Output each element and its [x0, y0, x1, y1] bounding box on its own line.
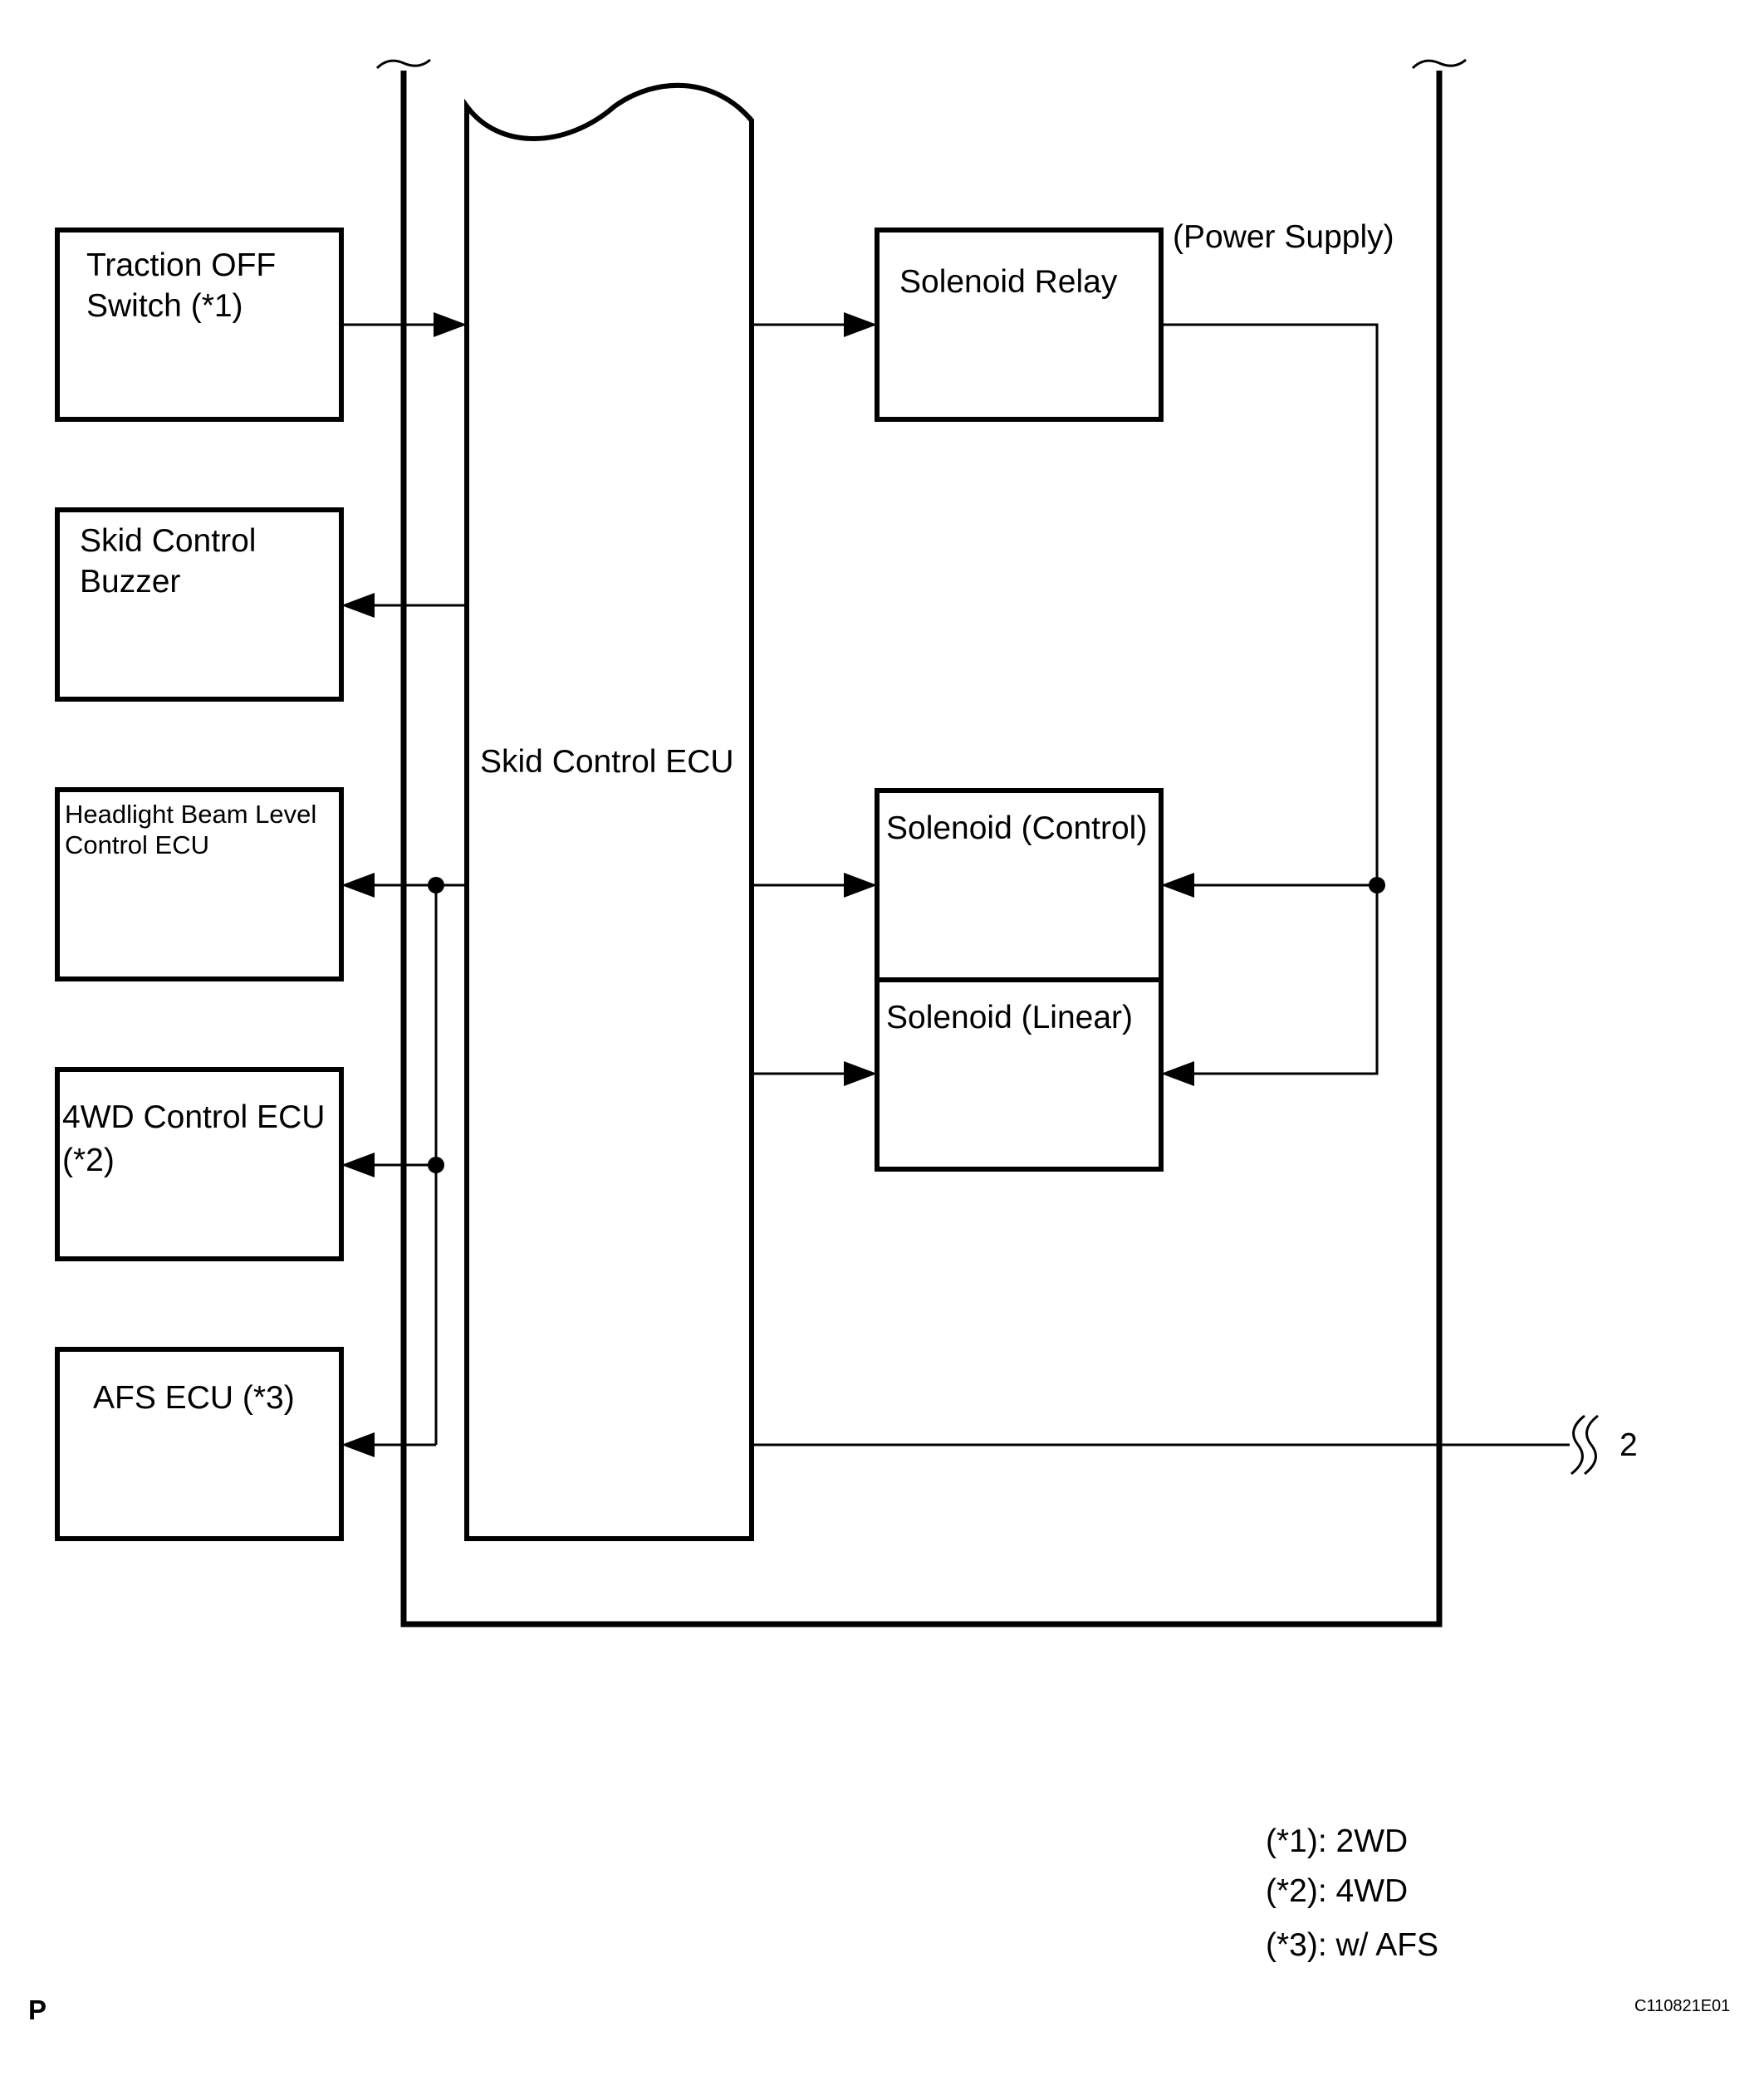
- arrow-into-headlight-ecu: [341, 873, 375, 898]
- traction-off-switch-label-line1: Traction OFF: [86, 247, 276, 283]
- skid-control-buzzer-label-line1: Skid Control: [80, 523, 256, 559]
- outer-frame: [375, 58, 1467, 1627]
- legend-item-1: (*1): 2WD: [1266, 1823, 1408, 1859]
- power-supply-label: (Power Supply): [1173, 219, 1394, 255]
- arrow-into-ecu: [434, 312, 467, 337]
- arrow-power-into-solenoid-control: [1161, 873, 1194, 898]
- fourwd-ecu-label-line2: (*2): [62, 1143, 115, 1178]
- arrow-into-solenoid-linear: [844, 1061, 877, 1086]
- legend-item-2: (*2): 4WD: [1266, 1873, 1408, 1909]
- arrow-into-solenoid-control: [844, 873, 877, 898]
- skid-control-buzzer-block: Skid Control Buzzer: [55, 507, 344, 702]
- solenoid-linear-label: Solenoid (Linear): [886, 1000, 1133, 1035]
- junction-dot-power: [1369, 877, 1385, 893]
- page-mark: P: [28, 1995, 47, 2025]
- figure-code: C110821E01: [1634, 1997, 1730, 2015]
- wire-relay-power-feed: [1161, 323, 1379, 1075]
- break-mark-continuation-1: [1570, 1414, 1585, 1476]
- solenoid-control-block: Solenoid (Control): [875, 788, 1164, 982]
- solenoid-control-label: Solenoid (Control): [886, 810, 1147, 846]
- fourwd-ecu-label-line1: 4WD Control ECU: [62, 1099, 325, 1135]
- connections: 2: [341, 312, 1638, 1476]
- arrow-into-4wd-ecu: [341, 1153, 375, 1177]
- headlight-ecu-label-line2: Control ECU: [65, 830, 209, 859]
- fourwd-ecu-block: 4WD Control ECU (*2): [55, 1067, 344, 1261]
- continuation-label: 2: [1619, 1427, 1638, 1463]
- solenoid-relay-block: Solenoid Relay: [875, 228, 1164, 422]
- break-mark-left: [375, 58, 431, 70]
- break-mark-right: [1411, 58, 1467, 70]
- traction-off-switch-label-line2: Switch (*1): [86, 288, 243, 324]
- traction-off-switch-block: Traction OFF Switch (*1): [55, 228, 344, 422]
- arrow-power-into-solenoid-linear: [1161, 1061, 1194, 1086]
- legend: (*1): 2WD (*2): 4WD (*3): w/ AFS: [1266, 1823, 1438, 1963]
- headlight-ecu-block: Headlight Beam Level Control ECU: [55, 787, 344, 981]
- solenoid-relay-label: Solenoid Relay: [899, 264, 1118, 300]
- afs-ecu-label: AFS ECU (*3): [93, 1380, 295, 1416]
- headlight-ecu-label-line1: Headlight Beam Level: [65, 800, 316, 829]
- legend-item-3: (*3): w/ AFS: [1266, 1927, 1438, 1963]
- skid-control-buzzer-label-line2: Buzzer: [80, 564, 180, 600]
- afs-ecu-block: AFS ECU (*3): [55, 1347, 344, 1541]
- arrow-into-afs-ecu: [341, 1432, 375, 1457]
- arrow-into-buzzer: [341, 593, 375, 618]
- break-mark-continuation-2: [1584, 1414, 1599, 1476]
- solenoid-linear-block: Solenoid (Linear): [875, 977, 1164, 1172]
- arrow-into-solenoid-relay: [844, 312, 877, 337]
- skid-control-ecu-label: Skid Control ECU: [480, 744, 734, 780]
- skid-control-ecu-block: Skid Control ECU: [464, 82, 754, 1541]
- junction-dot-headlight: [428, 877, 444, 893]
